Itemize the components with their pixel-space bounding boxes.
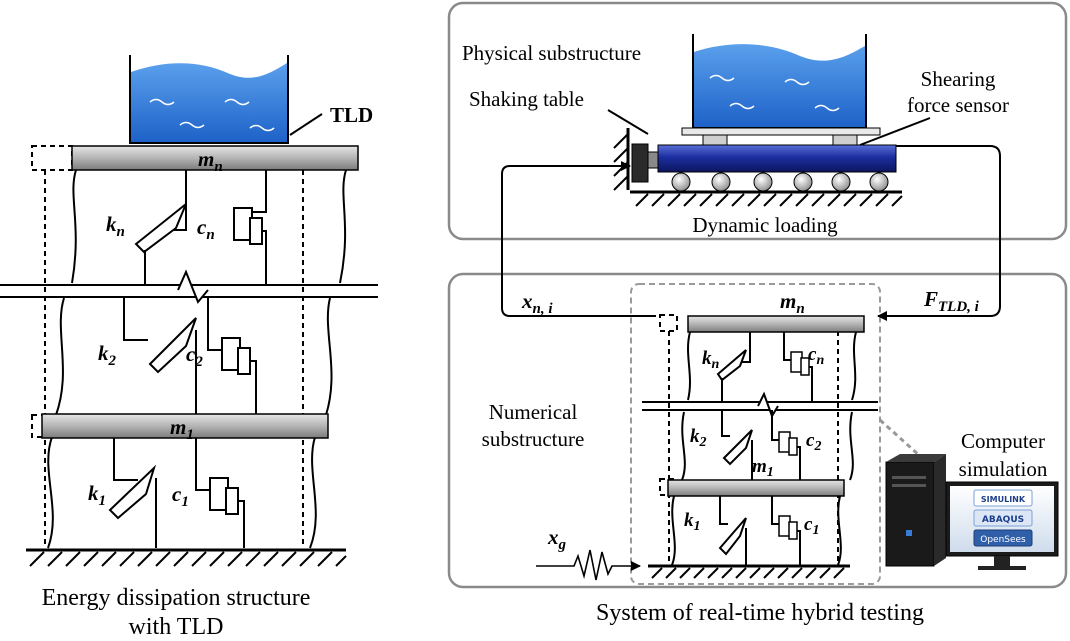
table-rollers [671,172,889,192]
numerical-title-line1: Numerical [489,400,578,424]
left-mass-n-label: mn [198,147,223,175]
physical-substructure-panel: Physical substructure Shaking table Shea… [447,1,1068,241]
num-mass-n-label: mn [780,289,805,317]
left-spring-k2-label: k2 [98,341,117,369]
left-mass-n-slab [71,145,359,171]
left-top-offset-dash [31,145,73,171]
left-damper-cn-label: cn [197,215,215,243]
numerical-title-line2: substructure [482,427,585,451]
tld-leader-line [289,113,323,136]
num-mass-1-label: m1 [752,456,774,480]
num-mass-n-slab [687,315,865,333]
left-mass-1-label: m1 [170,415,194,443]
left-structure: TLD mn kn cn [0,55,378,640]
shaking-table [657,144,897,173]
left-spring-k1-label: k1 [88,481,106,509]
displacement-signal-label: xn, i [521,289,553,317]
right-caption: System of real-time hybrid testing [596,600,924,626]
software-logos: SIMULINK ABAQUS OpenSees [973,489,1033,547]
num-spring-kn-label: kn [702,348,720,372]
num-spring-k2-label: k2 [690,426,707,450]
left-caption-line2: with TLD [129,614,224,640]
software-abaqus: ABAQUS [982,515,1024,525]
num-mass-1-slab [667,479,845,497]
left-mass-1-slab [41,413,329,439]
physical-title: Physical substructure [462,41,641,65]
force-signal-arrow [877,145,1001,321]
numerical-substructure-panel: Numerical substructure mn kn cn [447,272,1068,589]
num-spring-k1-label: k1 [684,510,701,534]
software-simulink: SIMULINK [981,495,1026,504]
sensor-label-line2: force sensor [907,93,1009,117]
left-spring-kn-label: kn [106,212,125,240]
tld-label: TLD [330,103,373,127]
num-damper-c2-label: c2 [806,430,821,454]
left-damper-c1-label: c1 [172,482,189,510]
force-signal-label: FTLD, i [923,287,980,315]
shaking-table-label: Shaking table [469,87,584,111]
software-opensees: OpenSees [980,535,1026,545]
left-tld-tank [129,55,289,144]
computer-tower-icon [885,454,946,567]
computer-label-line2: simulation [959,457,1048,481]
ground-motion-label: xg [547,525,567,553]
left-damper-c2-label: c2 [186,342,203,370]
num-damper-c1-label: c1 [804,514,819,538]
feedback-loop: xn, i FTLD, i [501,145,1001,321]
num-damper-cn-label: cn [808,344,824,368]
displacement-signal-arrow [501,161,656,317]
actuator [631,143,649,183]
ground-motion-arrow [536,549,641,581]
left-caption-line1: Energy dissipation structure [42,585,311,611]
computer-label-line1: Computer [961,429,1045,453]
sensor-label-line1: Shearing [921,67,996,91]
dynamic-loading-label: Dynamic loading [692,213,838,237]
physical-tld-tank [692,34,867,129]
